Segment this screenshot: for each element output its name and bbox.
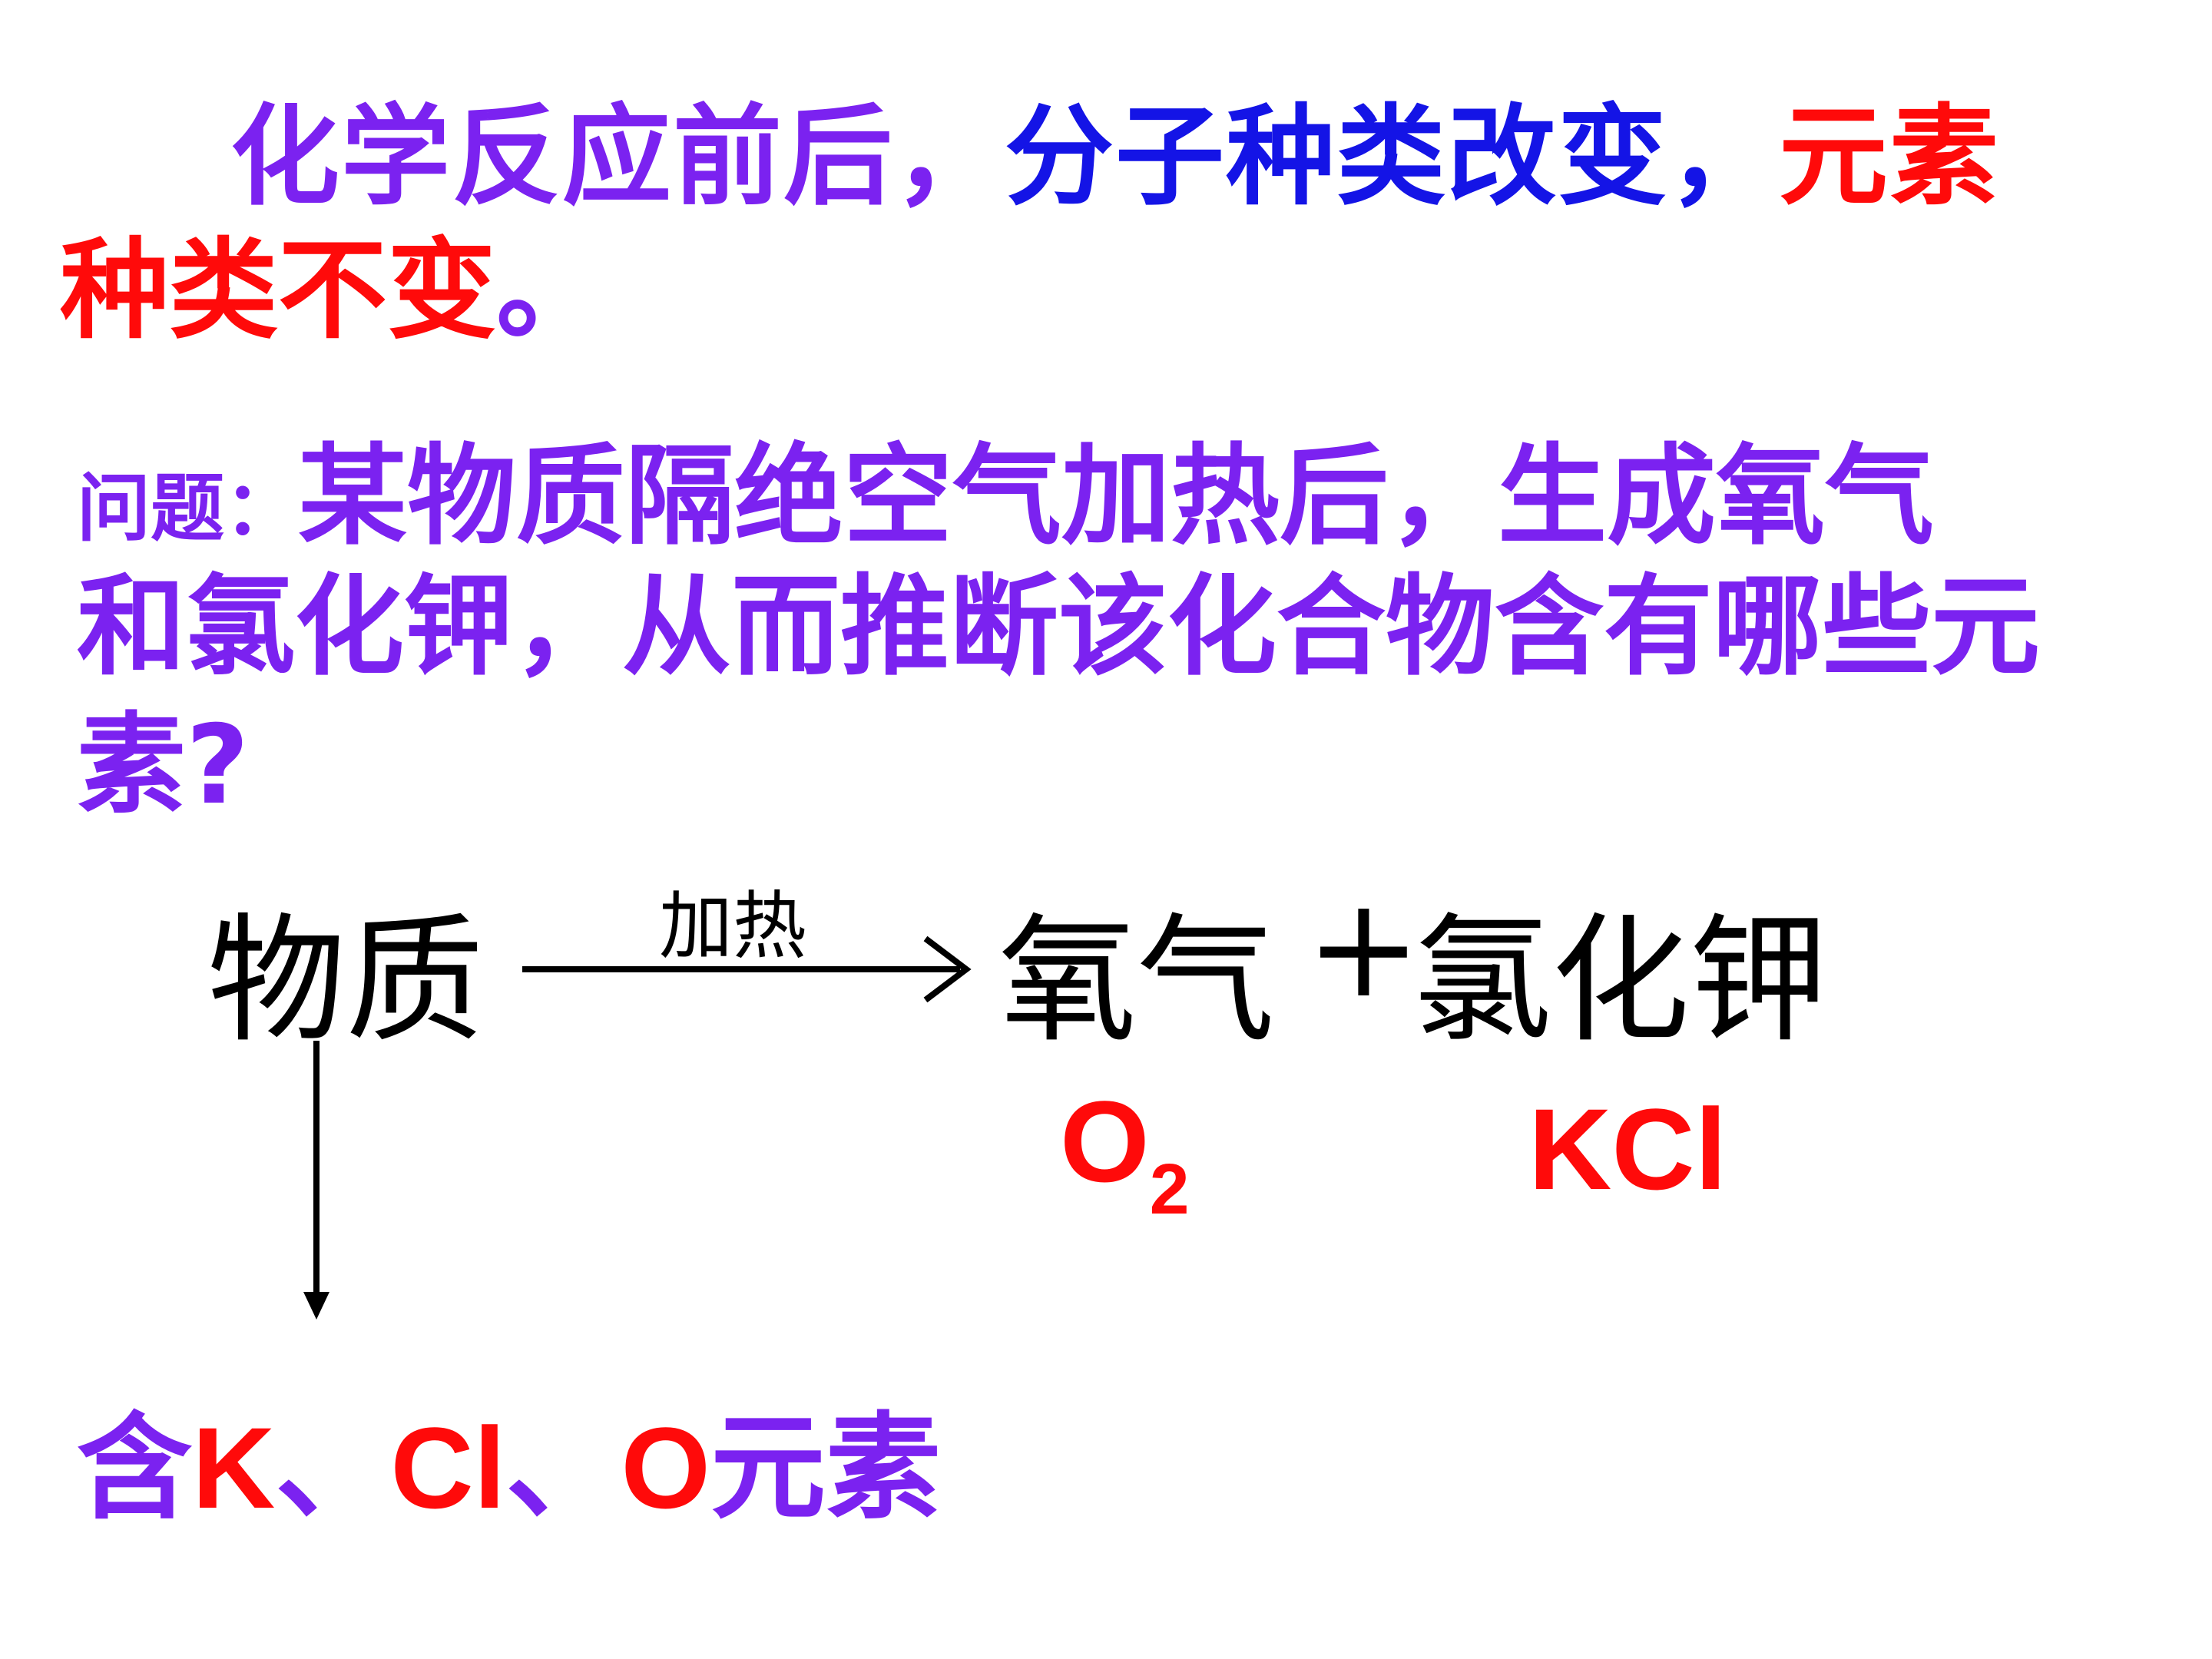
intro-unchanged-text: 种类不变	[60, 227, 496, 354]
condition-label: 加热	[659, 883, 806, 969]
intro-molecule-text: 分子种类改变，	[1005, 94, 1779, 220]
question-line-2: 和氯化钾，从而推断该化合物含有哪些元	[77, 538, 2040, 696]
intro-line-1: 化学反应前后，分子种类改变，元素	[230, 68, 2000, 226]
conclusion-cl: Cl	[390, 1403, 506, 1532]
formula-o2: O2	[1060, 1075, 1189, 1230]
deduction-arrow	[303, 1041, 329, 1320]
intro-line-2: 种类不变。	[60, 201, 605, 359]
question-text-3: 素?	[77, 702, 250, 829]
formula-o2-main: O	[1060, 1077, 1150, 1206]
intro-element-text: 元素	[1779, 94, 2000, 220]
conclusion-prefix: 含	[77, 1402, 193, 1535]
product-oxygen-label: 氧气	[998, 901, 1276, 1061]
conclusion-sep-1: 、	[275, 1402, 391, 1535]
intro-period: 。	[496, 227, 605, 354]
question-text-1: 某物质隔绝空气加热后，生成氧气	[298, 433, 1934, 560]
intro-reaction-text: 化学反应前后，	[230, 94, 1005, 220]
conclusion-k: K	[192, 1403, 276, 1532]
question-line-3: 素?	[77, 676, 249, 834]
conclusion-o: O	[621, 1403, 711, 1532]
formula-kcl: KCl	[1528, 1084, 1727, 1214]
formula-o2-subscript: 2	[1149, 1148, 1190, 1229]
conclusion-sep-2: 、	[505, 1402, 621, 1535]
question-label: 问题：	[77, 465, 298, 551]
plus-sign: +	[1306, 868, 1422, 1028]
question-line-1: 问题：某物质隔绝空气加热后，生成氧气	[77, 407, 1934, 565]
conclusion-line: 含K、Cl、O元素	[77, 1375, 941, 1541]
product-kcl-label: 氯化钾	[1413, 901, 1829, 1061]
question-text-2: 和氯化钾，从而推断该化合物含有哪些元	[77, 564, 2040, 690]
conclusion-suffix: 元素	[710, 1402, 942, 1535]
reactant-label: 物质	[207, 901, 485, 1061]
reaction-arrow	[522, 935, 972, 1003]
